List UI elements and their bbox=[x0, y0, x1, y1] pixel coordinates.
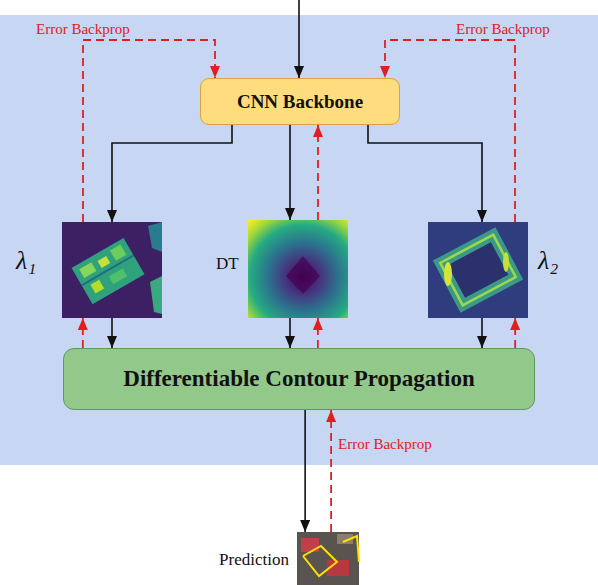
edge-label: Error Backprop bbox=[36, 21, 130, 38]
background-panel bbox=[0, 15, 598, 465]
node-label: λ₂ bbox=[538, 246, 558, 276]
box-label: CNN Backbone bbox=[237, 91, 363, 113]
prediction-image bbox=[297, 532, 359, 585]
edge-label: Error Backprop bbox=[456, 21, 550, 38]
forward-arrow bbox=[289, 125, 291, 220]
lambda2-map bbox=[428, 222, 528, 318]
backprop-arrow bbox=[317, 318, 319, 348]
process-box: CNN Backbone bbox=[200, 78, 400, 125]
box-label: Differentiable Contour Propagation bbox=[123, 366, 474, 392]
feature-map: λ₁ bbox=[62, 222, 162, 318]
forward-arrow bbox=[368, 125, 482, 222]
lambda1-map bbox=[62, 222, 162, 318]
feature-map: λ₂ bbox=[428, 222, 528, 318]
node-label: DT bbox=[216, 254, 239, 274]
node-label: λ₁ bbox=[16, 246, 36, 276]
backprop-arrow bbox=[317, 125, 319, 220]
backprop-arrow bbox=[514, 318, 516, 348]
input-arrow bbox=[298, 0, 300, 78]
forward-arrow bbox=[481, 318, 483, 348]
backprop-arrow bbox=[82, 318, 84, 348]
distance-transform-map bbox=[248, 220, 348, 318]
process-box: Differentiable Contour Propagation bbox=[63, 348, 535, 410]
backprop-arrow bbox=[83, 40, 215, 222]
backprop-arrow bbox=[330, 410, 332, 532]
forward-arrow bbox=[304, 410, 306, 532]
node-label: Prediction bbox=[219, 550, 289, 570]
forward-arrow bbox=[112, 125, 232, 222]
feature-map: DT bbox=[248, 220, 348, 318]
edge-label: Error Backprop bbox=[338, 436, 432, 453]
output-image: Prediction bbox=[297, 532, 359, 585]
forward-arrow bbox=[111, 318, 113, 348]
forward-arrow bbox=[289, 318, 291, 348]
backprop-arrow bbox=[385, 40, 515, 222]
